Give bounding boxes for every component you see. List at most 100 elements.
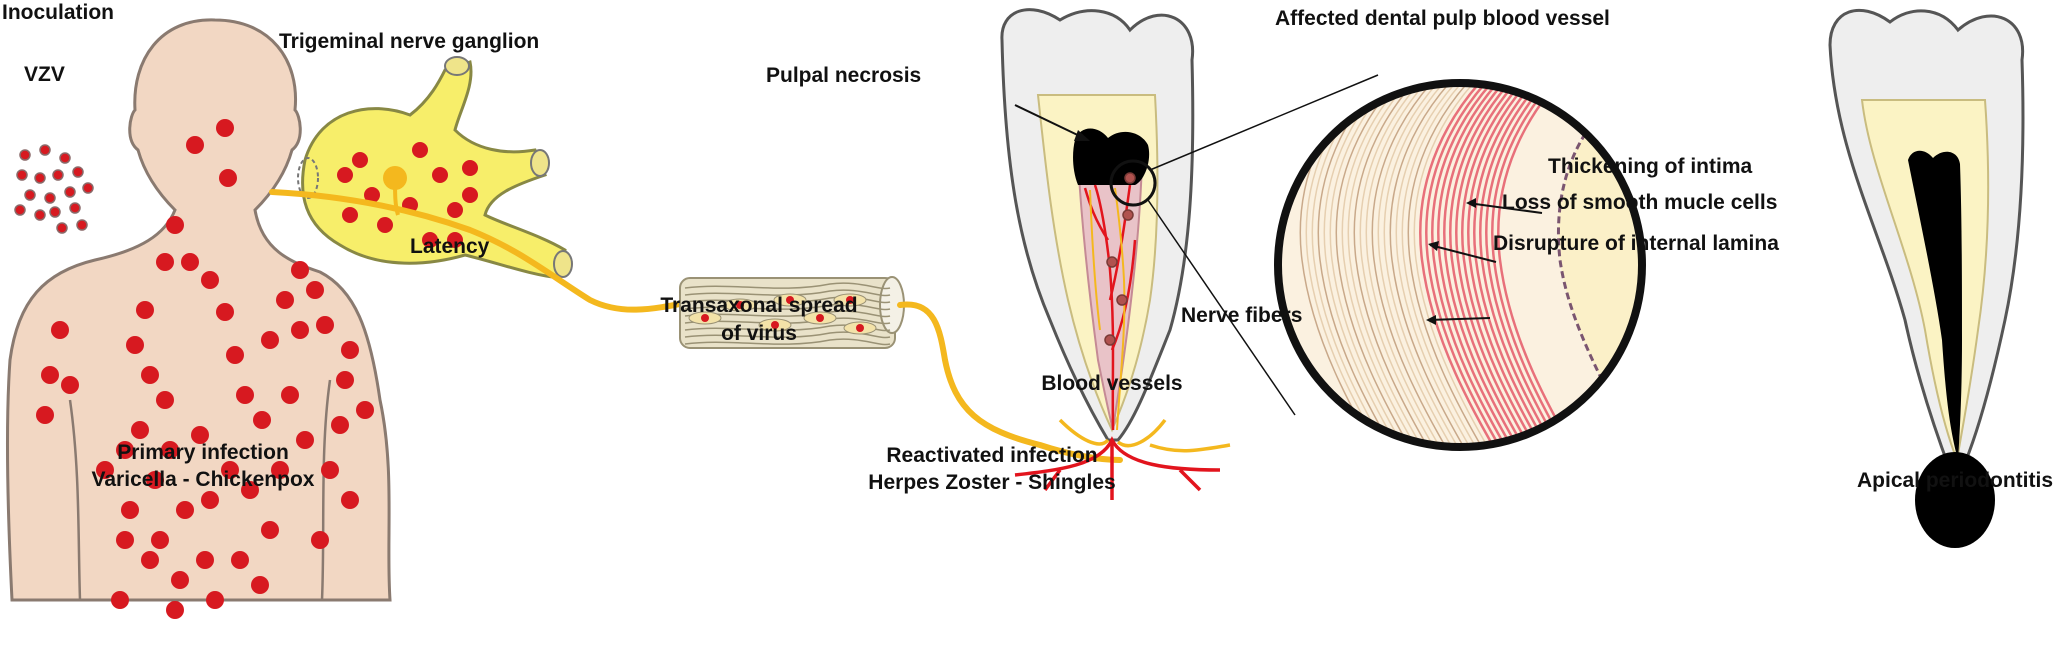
pulp-necrosis-area bbox=[1073, 128, 1150, 185]
vzv-particle bbox=[16, 169, 28, 181]
pulp-virus-dot bbox=[1104, 334, 1116, 346]
lesion-dot bbox=[221, 461, 239, 479]
magnify-circle-large bbox=[1274, 79, 1646, 451]
vessel-lumen bbox=[1558, 83, 1642, 447]
lesion-dot bbox=[146, 471, 164, 489]
ganglion-dot bbox=[432, 167, 448, 183]
vzv-particle bbox=[64, 186, 76, 198]
vessel-layer-line bbox=[1341, 83, 1430, 447]
lesion-dot bbox=[116, 531, 134, 549]
lesion-dot bbox=[171, 571, 189, 589]
axon-virus-dot bbox=[856, 324, 864, 332]
axon-bundle bbox=[679, 276, 905, 349]
vzv-particle bbox=[44, 192, 56, 204]
zoom-line-bottom bbox=[1147, 199, 1296, 416]
vzv-particle bbox=[19, 149, 31, 161]
label-transaxonal-line2: of virus bbox=[721, 322, 797, 345]
lesion-dot bbox=[281, 386, 299, 404]
ganglion-dot bbox=[377, 217, 393, 233]
vessel-layer-line bbox=[1413, 83, 1502, 447]
human-figure bbox=[5, 18, 392, 619]
label-vzv: VZV bbox=[24, 63, 65, 86]
axon-fiber bbox=[684, 282, 891, 290]
lesion-dot bbox=[291, 321, 309, 339]
periapical-lesion bbox=[1915, 452, 1995, 548]
axon-fiber bbox=[684, 296, 891, 304]
pulp-virus-dot bbox=[1116, 294, 1128, 306]
label-intima: Thickening of intima bbox=[1548, 155, 1753, 178]
lesion-dot bbox=[126, 336, 144, 354]
lesion-dot bbox=[261, 331, 279, 349]
body-silhouette bbox=[5, 18, 392, 602]
lesion-dot bbox=[176, 501, 194, 519]
zoom-line-top bbox=[1149, 74, 1379, 171]
ganglion-dot bbox=[412, 142, 428, 158]
root-end-top bbox=[444, 56, 470, 76]
lesion-dot bbox=[166, 216, 184, 234]
vessel-layer-line bbox=[1347, 83, 1436, 447]
axon-fiber bbox=[684, 303, 891, 311]
vessel-wall-layers bbox=[1299, 83, 1587, 447]
lesion-dot bbox=[121, 501, 139, 519]
lesion-dot bbox=[196, 551, 214, 569]
vzv-virus-particles bbox=[14, 144, 94, 234]
vessel-layer-line bbox=[1461, 83, 1551, 447]
nerve-fiber-to-tooth bbox=[897, 301, 1123, 463]
vessel-layer-line bbox=[1401, 83, 1490, 447]
ganglion-dot bbox=[462, 160, 478, 176]
vzv-particle bbox=[39, 144, 51, 156]
vzv-particle bbox=[72, 166, 84, 178]
lesion-dot bbox=[219, 169, 237, 187]
tooth2-necrotic-pulp bbox=[1908, 150, 1962, 461]
lesion-dot bbox=[271, 461, 289, 479]
apical-vessels bbox=[1014, 418, 1231, 500]
vessel-layer-line bbox=[1467, 83, 1557, 447]
lesion-dot bbox=[186, 136, 204, 154]
pulpal-necrosis-arrow bbox=[1014, 104, 1089, 141]
vzv-particle bbox=[69, 202, 81, 214]
neuron-axon bbox=[393, 177, 400, 216]
lesion-dot bbox=[166, 601, 184, 619]
vessel-layer-line bbox=[1473, 83, 1563, 447]
lesion-dot bbox=[341, 491, 359, 509]
vessel-layer-line bbox=[1479, 83, 1569, 447]
intima-arrowhead bbox=[1466, 198, 1476, 208]
lesion-dot bbox=[311, 531, 329, 549]
internal-lamina-arrowhead bbox=[1426, 315, 1436, 325]
ganglion-dot bbox=[462, 187, 478, 203]
lesion-dot bbox=[131, 421, 149, 439]
tooth-pulpal-necrosis bbox=[1000, 8, 1231, 500]
vessel-layer-line bbox=[1437, 83, 1527, 447]
vzv-particle bbox=[82, 182, 94, 194]
lesion-dot bbox=[291, 261, 309, 279]
lesion-dot bbox=[306, 281, 324, 299]
root-end-bot bbox=[553, 250, 573, 278]
lesion-dot bbox=[161, 441, 179, 459]
label-transaxonal-line1: Transaxonal spread bbox=[660, 294, 858, 317]
axon-virus-dot bbox=[771, 321, 779, 329]
label-latency: Latency bbox=[410, 235, 490, 258]
lesion-dot bbox=[331, 416, 349, 434]
label-nerve-fibers: Nerve fibers bbox=[1181, 304, 1303, 327]
axon-fiber bbox=[684, 331, 891, 339]
lesion-dot bbox=[216, 119, 234, 137]
magnify-circle-small bbox=[1109, 159, 1157, 207]
lesion-dot bbox=[111, 591, 129, 609]
arm-line-right bbox=[320, 379, 332, 601]
lesion-dot bbox=[241, 481, 259, 499]
ganglion-dot bbox=[447, 202, 463, 218]
intima-pointer bbox=[1467, 202, 1543, 214]
vessel-layer-line bbox=[1425, 83, 1515, 447]
internal-lamina-pointer bbox=[1427, 317, 1491, 321]
label-pulpal-necrosis: Pulpal necrosis bbox=[766, 64, 922, 87]
lesion-dot bbox=[141, 366, 159, 384]
axon-fibers bbox=[684, 282, 891, 346]
label-primary-line1: Primary infection bbox=[117, 441, 289, 464]
vzv-particle bbox=[52, 169, 64, 181]
vessel-layer-line bbox=[1353, 83, 1442, 447]
axon-fiber bbox=[684, 289, 891, 297]
vessel-layer-line bbox=[1395, 83, 1484, 447]
ganglion-dot bbox=[447, 232, 463, 248]
axon-virus-dot bbox=[736, 301, 744, 309]
